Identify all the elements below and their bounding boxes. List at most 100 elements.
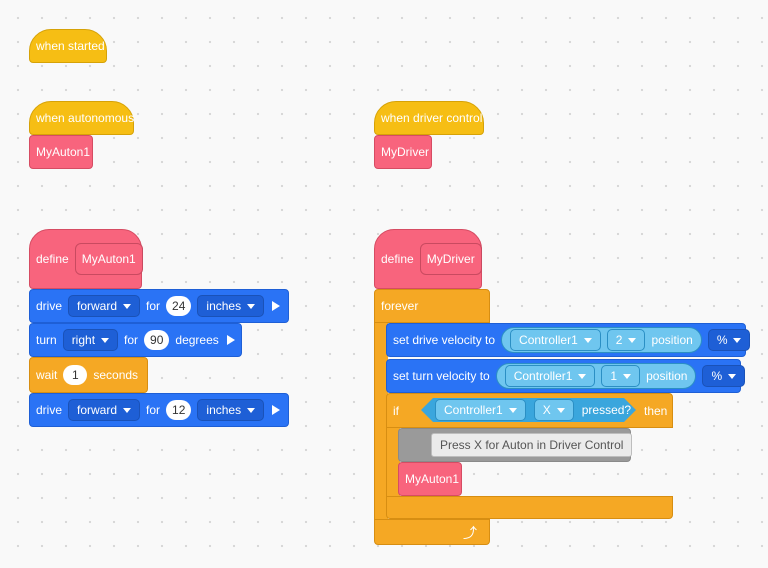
dropdown-value: 1 xyxy=(610,369,618,383)
define-label: define xyxy=(381,252,414,266)
dropdown-value: 2 xyxy=(615,333,623,347)
drive-forward-block[interactable]: drive forward for 24 inches xyxy=(29,289,289,323)
drive-direction-dropdown[interactable]: forward xyxy=(68,399,141,421)
controller-axis-reporter[interactable]: Controller1 1 position xyxy=(495,363,697,389)
when-started-label: when started xyxy=(36,39,105,53)
set-turn-velocity-block[interactable]: set turn velocity to Controller1 1 posit… xyxy=(386,359,746,393)
run-play-icon[interactable] xyxy=(226,335,235,345)
chevron-down-icon xyxy=(628,337,637,343)
if-label: if xyxy=(393,403,399,418)
wait-unit-label: seconds xyxy=(93,368,139,382)
run-play-icon[interactable] xyxy=(272,301,281,311)
button-dropdown[interactable]: X xyxy=(534,399,574,421)
axis-dropdown[interactable]: 1 xyxy=(601,365,641,387)
forever-block[interactable]: forever xyxy=(374,289,490,323)
set-drive-velocity-label: set drive velocity to xyxy=(393,333,496,347)
dropdown-value: forward xyxy=(77,403,118,417)
dropdown-value: % xyxy=(716,333,728,347)
chevron-down-icon xyxy=(557,408,565,413)
chevron-down-icon xyxy=(247,303,256,309)
chevron-down-icon xyxy=(123,303,132,309)
pressed-label: pressed? xyxy=(581,403,632,417)
drive-label: drive xyxy=(36,403,63,417)
velocity-unit-dropdown[interactable]: % xyxy=(702,365,746,387)
dropdown-value: right xyxy=(71,333,96,347)
controller-dropdown[interactable]: Controller1 xyxy=(504,365,596,387)
drive-forward-block-2[interactable]: drive forward for 12 inches xyxy=(29,393,289,427)
forever-footer: ⤴ xyxy=(374,519,490,545)
call-my-auton-label: MyAuton1 xyxy=(405,472,460,486)
when-started-block[interactable]: when started xyxy=(29,29,107,63)
dropdown-value: forward xyxy=(77,299,118,313)
controller-dropdown[interactable]: Controller1 xyxy=(435,399,526,421)
chevron-down-icon xyxy=(623,373,632,379)
dropdown-value: Controller1 xyxy=(444,403,503,417)
turn-amount-input[interactable]: 90 xyxy=(144,330,170,350)
proc-name-label: MyAuton1 xyxy=(81,252,136,266)
dropdown-value: inches xyxy=(206,403,242,417)
call-my-driver-block[interactable]: MyDriver xyxy=(374,135,432,169)
wait-label: wait xyxy=(36,368,58,382)
chevron-down-icon xyxy=(583,337,592,343)
dropdown-value: Controller1 xyxy=(519,333,578,347)
for-label: for xyxy=(146,299,161,313)
comment-text-input[interactable]: Press X for Auton in Driver Control xyxy=(431,433,633,457)
turn-direction-dropdown[interactable]: right xyxy=(62,329,119,351)
define-my-driver-block[interactable]: define MyDriver xyxy=(374,229,482,289)
drive-direction-dropdown[interactable]: forward xyxy=(68,295,141,317)
call-my-driver-label: MyDriver xyxy=(381,145,429,159)
for-label: for xyxy=(124,333,139,347)
dropdown-value: % xyxy=(711,369,723,383)
turn-label: turn xyxy=(36,333,57,347)
drive-unit-dropdown[interactable]: inches xyxy=(197,399,265,421)
proc-name-my-auton[interactable]: MyAuton1 xyxy=(74,243,143,275)
when-autonomous-label: when autonomous xyxy=(36,111,135,125)
define-label: define xyxy=(36,252,69,266)
comment-block[interactable]: Press X for Auton in Driver Control xyxy=(398,428,633,462)
drive-amount-input[interactable]: 12 xyxy=(166,400,192,420)
chevron-down-icon xyxy=(123,407,132,413)
drive-unit-dropdown[interactable]: inches xyxy=(197,295,265,317)
forever-arm xyxy=(374,323,388,521)
for-label: for xyxy=(146,403,161,417)
run-play-icon[interactable] xyxy=(272,405,281,415)
call-my-auton-block[interactable]: MyAuton1 xyxy=(29,135,93,169)
if-footer xyxy=(386,496,673,519)
chevron-down-icon xyxy=(247,407,256,413)
if-arm xyxy=(386,428,400,498)
when-driver-control-block[interactable]: when driver control xyxy=(374,101,484,135)
drive-label: drive xyxy=(36,299,63,313)
dropdown-value: inches xyxy=(206,299,242,313)
controller-pressed-condition[interactable]: Controller1 X pressed? xyxy=(421,398,636,422)
dropdown-value: X xyxy=(542,403,551,417)
proc-name-label: MyDriver xyxy=(426,252,475,266)
position-label: position xyxy=(646,369,688,383)
then-label: then xyxy=(644,404,668,418)
controller-dropdown[interactable]: Controller1 xyxy=(510,329,601,351)
set-drive-velocity-block[interactable]: set drive velocity to Controller1 2 posi… xyxy=(386,323,751,357)
drive-amount-input[interactable]: 24 xyxy=(166,296,192,316)
forever-label: forever xyxy=(381,299,419,313)
proc-name-my-driver[interactable]: MyDriver xyxy=(419,243,482,275)
controller-axis-reporter[interactable]: Controller1 2 position xyxy=(501,327,702,353)
axis-dropdown[interactable]: 2 xyxy=(606,329,646,351)
position-label: position xyxy=(651,333,693,347)
loop-arrow-icon: ⤴ xyxy=(463,525,477,541)
velocity-unit-dropdown[interactable]: % xyxy=(707,329,751,351)
chevron-down-icon xyxy=(728,373,737,379)
call-my-auton-block-in-if[interactable]: MyAuton1 xyxy=(398,462,462,496)
chevron-down-icon xyxy=(733,337,742,343)
chevron-down-icon xyxy=(578,373,587,379)
dropdown-value: Controller1 xyxy=(513,369,573,383)
wait-block[interactable]: wait 1 seconds xyxy=(29,357,148,393)
turn-right-block[interactable]: turn right for 90 degrees xyxy=(29,323,242,357)
wait-amount-input[interactable]: 1 xyxy=(63,365,88,385)
call-my-auton-label: MyAuton1 xyxy=(36,145,91,159)
set-turn-velocity-label: set turn velocity to xyxy=(393,369,490,383)
when-autonomous-block[interactable]: when autonomous xyxy=(29,101,134,135)
chevron-down-icon xyxy=(101,337,110,343)
chevron-down-icon xyxy=(509,408,517,413)
define-my-auton-block[interactable]: define MyAuton1 xyxy=(29,229,143,289)
turn-unit-label: degrees xyxy=(175,333,219,347)
when-driver-control-label: when driver control xyxy=(381,111,483,125)
